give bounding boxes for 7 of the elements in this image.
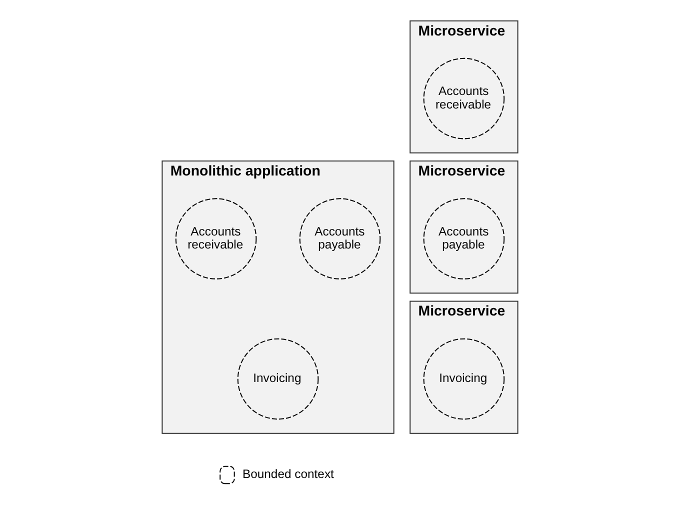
node-circle: Accounts payable [298, 198, 380, 280]
node-circle: Accounts receivable [174, 198, 256, 280]
node-circle: Invoicing [422, 338, 504, 420]
legend-label: Bounded context [242, 467, 334, 482]
node-circle: Accounts payable [422, 198, 504, 280]
node-circle: Accounts receivable [422, 58, 504, 140]
node-circle: Invoicing [236, 338, 318, 420]
